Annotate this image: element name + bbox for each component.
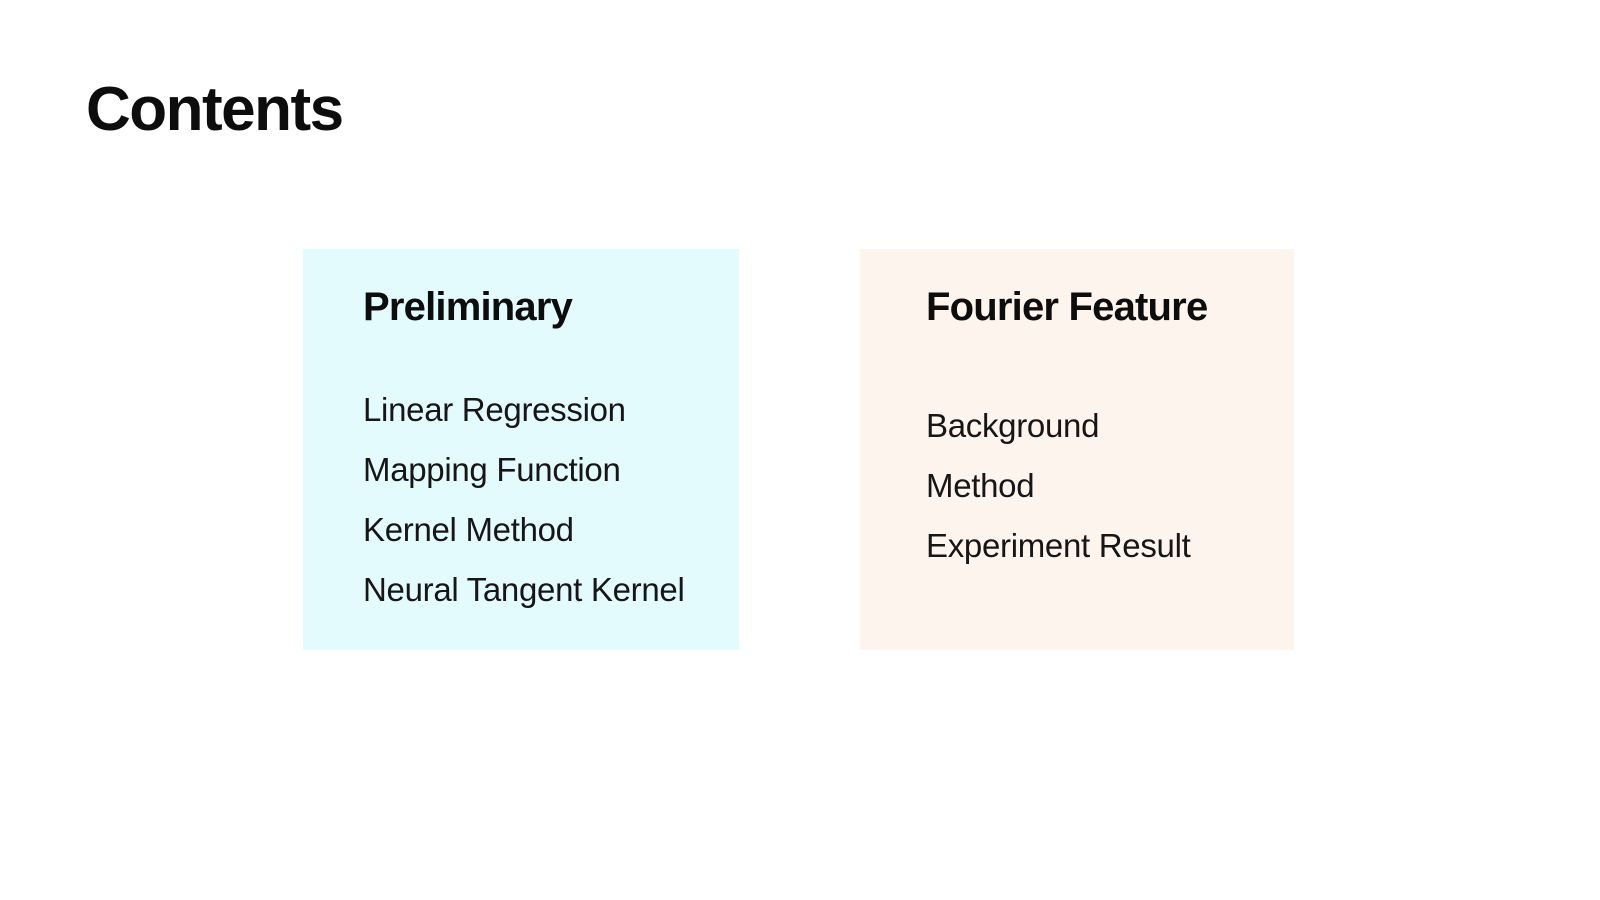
section-item: Linear Regression	[363, 391, 626, 428]
section-item: Background	[926, 407, 1100, 444]
section-item: Experiment Result	[926, 527, 1191, 564]
section-title-preliminary: Preliminary	[363, 285, 573, 329]
section-item: Kernel Method	[363, 511, 574, 548]
section-item: Mapping Function	[363, 451, 621, 488]
section-title-fourier-feature: Fourier Feature	[926, 285, 1208, 329]
section-card-fourier-feature: Fourier Feature Background Method Experi…	[860, 249, 1294, 650]
section-item: Method	[926, 467, 1035, 504]
page-title: Contents	[86, 75, 344, 144]
section-item-list-preliminary: Linear Regression Mapping Function Kerne…	[363, 380, 739, 620]
section-item-list-fourier-feature: Background Method Experiment Result	[926, 396, 1294, 576]
section-item: Neural Tangent Kernel	[363, 571, 685, 608]
section-card-preliminary: Preliminary Linear Regression Mapping Fu…	[303, 249, 739, 650]
